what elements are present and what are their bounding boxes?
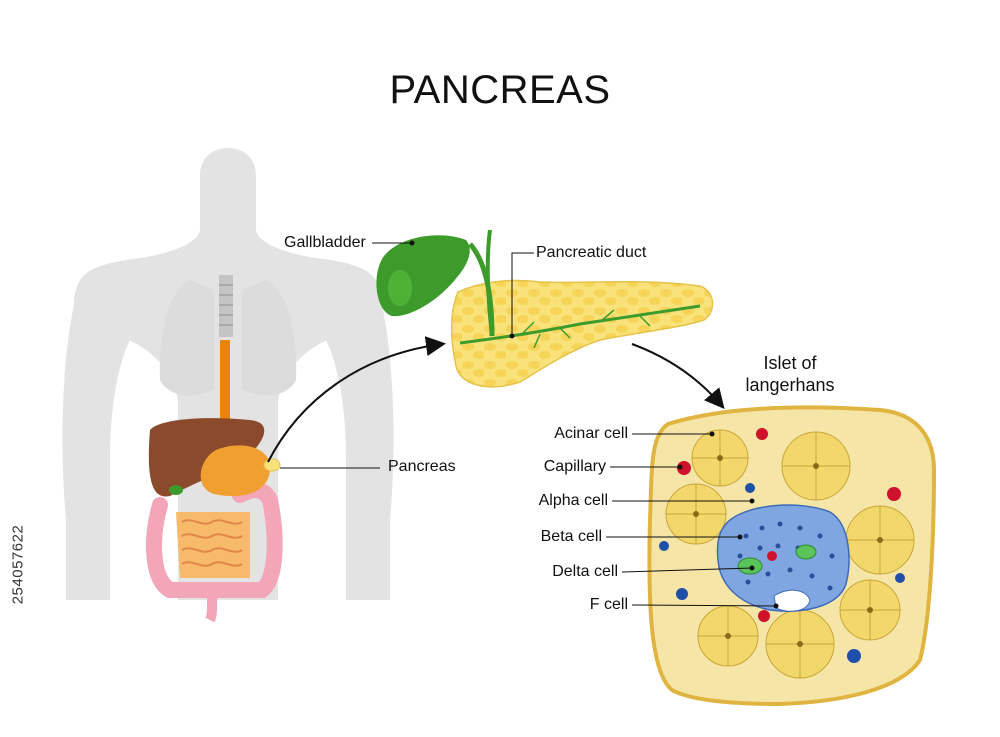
gallbladder-small	[169, 485, 183, 495]
label-pancreatic-duct: Pancreatic duct	[536, 244, 647, 261]
pancreatic-duct	[459, 304, 701, 345]
capillary-red	[767, 551, 777, 561]
rectum	[205, 588, 219, 623]
right-arm	[326, 280, 394, 600]
label-capillary: Capillary	[543, 458, 606, 475]
small-intestine	[176, 512, 250, 578]
label-f-cell: F cell	[589, 596, 628, 613]
human-torso	[62, 148, 394, 623]
islet-core	[716, 504, 850, 612]
label-beta-cell: Beta cell	[540, 528, 602, 545]
esophagus	[220, 340, 230, 435]
capillary-blue	[745, 483, 755, 493]
enlarged-pancreas	[376, 229, 714, 388]
pancreas-small	[263, 458, 281, 472]
capillary-blue	[659, 541, 669, 551]
delta-cell	[737, 557, 763, 575]
page-title: PANCREAS	[389, 68, 611, 112]
liver	[148, 418, 265, 497]
label-pancreas: Pancreas	[388, 458, 456, 475]
right-lung	[242, 280, 297, 396]
stock-id: 254057622	[9, 524, 27, 605]
capillary-red	[887, 487, 901, 501]
label-alpha-cell: Alpha cell	[538, 492, 608, 509]
islet-title-line2: langerhans	[745, 375, 835, 395]
delta-cell	[795, 544, 817, 560]
stomach	[200, 445, 271, 497]
capillary-blue	[847, 649, 861, 663]
capillary-blue	[895, 573, 905, 583]
islet-title-line1: Islet of	[763, 353, 817, 373]
f-cell	[773, 589, 811, 612]
label-delta-cell: Delta cell	[552, 563, 618, 580]
islet-cross-section	[647, 405, 937, 707]
large-intestine	[146, 482, 283, 598]
label-islet-of-langerhans: Islet of langerhans	[720, 352, 860, 396]
label-acinar-cell: Acinar cell	[554, 425, 628, 442]
capillary-blue	[676, 588, 688, 600]
arrow-to-pancreas	[267, 336, 446, 463]
capillary-red	[758, 610, 770, 622]
left-arm	[62, 280, 130, 600]
leader-lines	[280, 242, 777, 607]
capillary-red	[677, 461, 691, 475]
label-gallbladder: Gallbladder	[284, 234, 366, 251]
capillary-red	[756, 428, 768, 440]
arrow-to-islet	[631, 343, 725, 410]
left-lung	[159, 280, 214, 396]
